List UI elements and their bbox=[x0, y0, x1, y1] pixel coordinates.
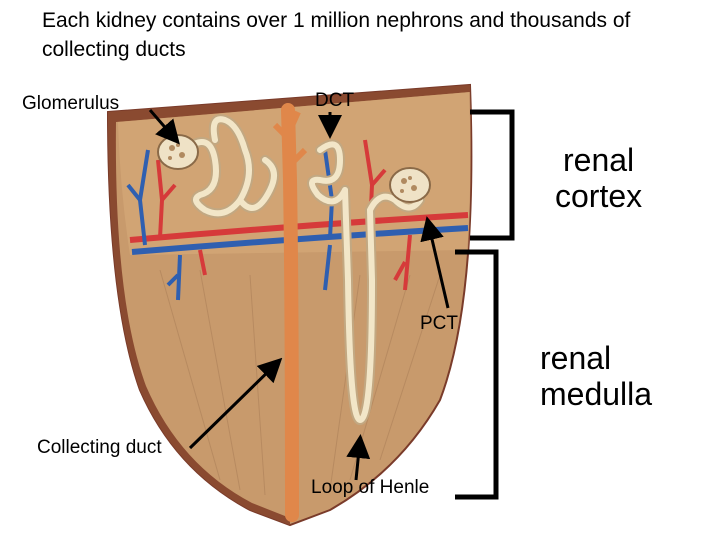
glomerulus-label: Glomerulus bbox=[22, 93, 120, 114]
renal-cortex-line1: renal bbox=[562, 142, 635, 178]
glomerulus-right bbox=[389, 167, 431, 203]
diagram-title: Each kidney contains over 1 million neph… bbox=[42, 9, 631, 61]
collecting-duct-tube bbox=[281, 103, 299, 522]
nephron-right-inner bbox=[309, 141, 423, 424]
collecting-duct-label: Collecting duct bbox=[37, 437, 162, 458]
collecting-duct-arrow bbox=[188, 357, 283, 450]
glomerulus-arrow bbox=[148, 109, 180, 145]
glomerulus-left bbox=[157, 134, 199, 170]
renal-medulla-bracket bbox=[455, 249, 499, 500]
interlobular-arteries bbox=[156, 139, 412, 291]
pct-label: PCT bbox=[420, 313, 458, 334]
nephron-left-inner bbox=[182, 116, 277, 217]
dct-label: DCT bbox=[315, 90, 355, 111]
loop-of-henle-label: Loop of Henle bbox=[311, 477, 430, 498]
renal-cortex-line2: cortex bbox=[555, 178, 643, 214]
renal-cortex-bracket bbox=[470, 109, 515, 241]
renal-medulla-line2: medulla bbox=[540, 376, 653, 412]
renal-medulla-label: renal medulla bbox=[540, 340, 652, 412]
pct-arrow bbox=[420, 216, 450, 309]
renal-cortex-label: renal cortex bbox=[555, 142, 642, 214]
collecting-duct-branches bbox=[272, 110, 308, 168]
renal-medulla-line1: renal bbox=[540, 340, 612, 376]
loop-of-henle-arrow bbox=[346, 434, 371, 481]
medulla-streaks bbox=[159, 269, 441, 496]
